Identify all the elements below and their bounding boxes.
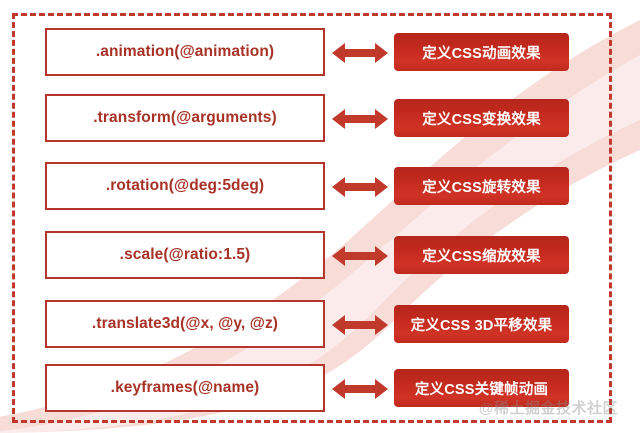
mixin-description-tag[interactable]: 定义CSS 3D平移效果 [394,305,569,343]
mixin-description-tag[interactable]: 定义CSS变换效果 [394,99,569,137]
table-row: .rotation(@deg:5deg) 定义CSS旋转效果 [45,162,569,210]
mixin-description-label: 定义CSS变换效果 [422,111,541,128]
mixin-description-label: 定义CSS旋转效果 [422,179,541,196]
mixin-description-tag[interactable]: 定义CSS关键帧动画 [394,369,569,407]
table-row: .scale(@ratio:1.5) 定义CSS缩放效果 [45,231,569,279]
table-row: .keyframes(@name) 定义CSS关键帧动画 [45,364,569,412]
mixin-signature-box[interactable]: .transform(@arguments) [45,94,325,142]
double-arrow-icon [332,42,388,64]
mixin-signature-label: .rotation(@deg:5deg) [105,177,265,194]
mixin-signature-box[interactable]: .rotation(@deg:5deg) [45,162,325,210]
mixin-description-label: 定义CSS缩放效果 [422,248,541,265]
mixin-signature-label: .translate3d(@x, @y, @z) [91,315,279,332]
mixin-signature-box[interactable]: .keyframes(@name) [45,364,325,412]
double-arrow-icon [332,378,388,400]
mixin-signature-label: .transform(@arguments) [93,109,277,126]
mixin-description-label: 定义CSS动画效果 [422,45,541,62]
double-arrow-icon [332,176,388,198]
double-arrow-icon [332,245,388,267]
mixin-description-label: 定义CSS关键帧动画 [414,381,549,398]
mixin-description-label: 定义CSS 3D平移效果 [410,317,553,334]
double-arrow-icon [332,108,388,130]
mixin-signature-box[interactable]: .scale(@ratio:1.5) [45,231,325,279]
mixin-signature-label: .keyframes(@name) [110,379,260,396]
table-row: .translate3d(@x, @y, @z) 定义CSS 3D平移效果 [45,300,569,348]
mixin-description-tag[interactable]: 定义CSS缩放效果 [394,236,569,274]
mixin-signature-label: .animation(@animation) [95,43,275,60]
mixin-signature-box[interactable]: .animation(@animation) [45,28,325,76]
table-row: .transform(@arguments) 定义CSS变换效果 [45,94,569,142]
mixin-description-tag[interactable]: 定义CSS旋转效果 [394,167,569,205]
mixin-description-tag[interactable]: 定义CSS动画效果 [394,33,569,71]
double-arrow-icon [332,314,388,336]
mixin-signature-label: .scale(@ratio:1.5) [119,246,251,263]
table-row: .animation(@animation) 定义CSS动画效果 [45,28,569,76]
mixin-signature-box[interactable]: .translate3d(@x, @y, @z) [45,300,325,348]
